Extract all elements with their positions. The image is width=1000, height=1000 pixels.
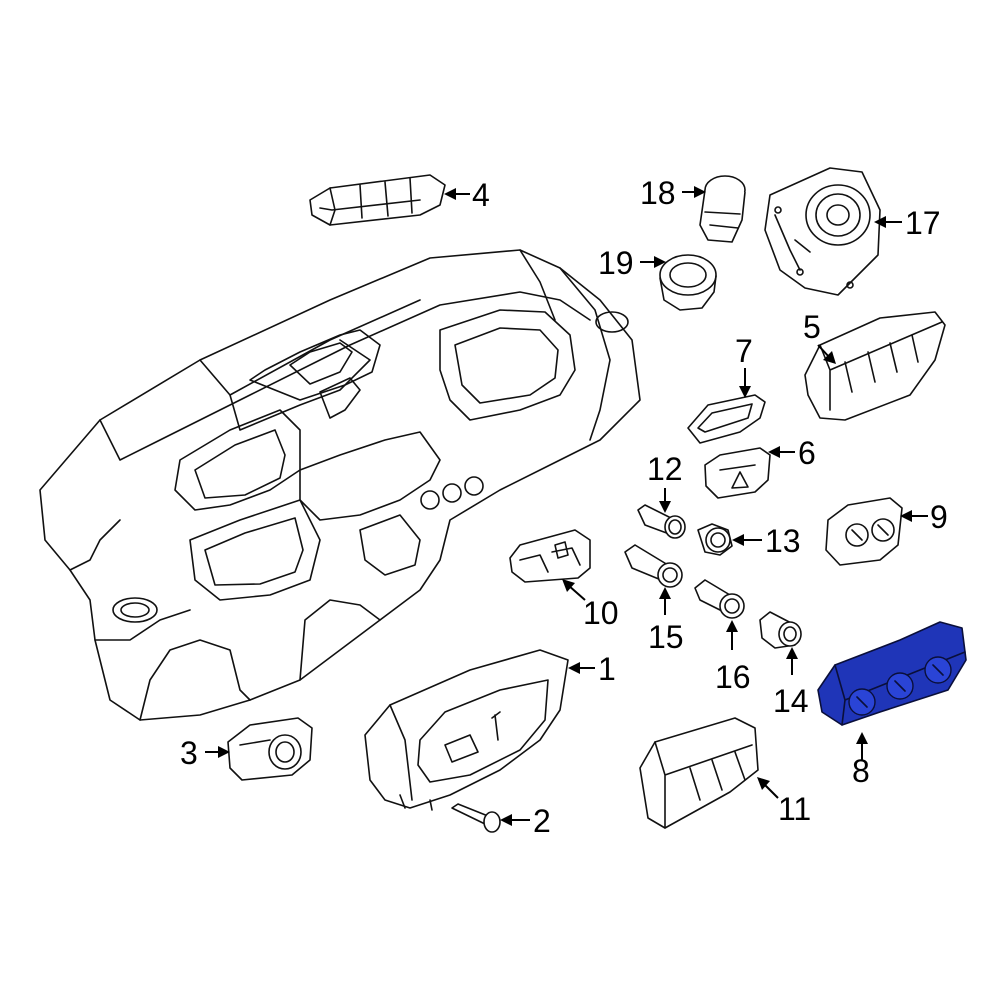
callout-7-label: 7	[735, 333, 753, 369]
part-16-socket	[694, 579, 745, 619]
callout-10: 10	[562, 579, 619, 631]
callout-9: 9	[900, 499, 948, 535]
callout-16-label: 16	[715, 659, 751, 695]
callouts: 1 2 3 4 5 6	[180, 175, 948, 839]
callout-5-label: 5	[803, 309, 821, 345]
part-7-switch-bezel	[687, 394, 766, 444]
callout-11-label: 11	[778, 791, 811, 827]
callout-2: 2	[500, 803, 551, 839]
callout-18-label: 18	[640, 175, 676, 211]
callout-17-label: 17	[905, 205, 941, 241]
part-1-instrument-cluster	[364, 649, 569, 811]
callout-6: 6	[768, 435, 816, 471]
part-15-socket	[624, 544, 683, 588]
callout-14: 14	[773, 647, 809, 719]
dashboard-panel	[39, 249, 641, 721]
callout-1: 1	[568, 651, 616, 687]
callout-13: 13	[732, 523, 801, 559]
callout-8-label: 8	[852, 753, 870, 789]
part-12-power-socket	[637, 504, 686, 539]
part-19-switch-bezel	[659, 254, 717, 311]
callout-16: 16	[715, 620, 751, 695]
callout-3-label: 3	[180, 735, 198, 771]
callout-12-label: 12	[647, 451, 683, 487]
part-17-multifunction-controller	[764, 167, 881, 296]
callout-8: 8	[852, 732, 870, 789]
callout-6-label: 6	[798, 435, 816, 471]
part-6-hazard-switch	[704, 447, 771, 499]
callout-13-label: 13	[765, 523, 801, 559]
part-11-switch-panel	[639, 717, 759, 829]
part-14-socket-cap	[759, 611, 802, 649]
callout-15: 15	[648, 587, 684, 655]
callout-11: 11	[757, 777, 811, 827]
part-3-headlamp-switch	[227, 717, 313, 781]
callout-15-label: 15	[648, 619, 684, 655]
part-13-socket-ring	[697, 523, 733, 556]
callout-5: 5	[803, 309, 836, 364]
callout-2-label: 2	[533, 803, 551, 839]
callout-3: 3	[180, 735, 230, 771]
callout-4: 4	[444, 177, 490, 213]
part-9-dual-knob-switch	[825, 497, 903, 566]
callout-19-label: 19	[598, 245, 634, 281]
callout-12: 12	[647, 451, 683, 513]
callout-18: 18	[640, 175, 706, 211]
callout-14-label: 14	[773, 683, 809, 719]
part-2-screw	[451, 803, 501, 833]
callout-9-label: 9	[930, 499, 948, 535]
callout-10-label: 10	[583, 595, 619, 631]
callout-7: 7	[735, 333, 753, 398]
callout-17: 17	[874, 205, 941, 241]
callout-19: 19	[598, 245, 666, 281]
part-4-air-vent	[309, 174, 446, 226]
part-8-climate-control-unit[interactable]	[817, 621, 967, 726]
part-5-switch-pack	[804, 311, 946, 421]
callout-4-label: 4	[472, 177, 490, 213]
callout-1-label: 1	[598, 651, 616, 687]
part-10-switch-module	[509, 529, 591, 583]
part-18-ignition-switch	[699, 175, 746, 243]
